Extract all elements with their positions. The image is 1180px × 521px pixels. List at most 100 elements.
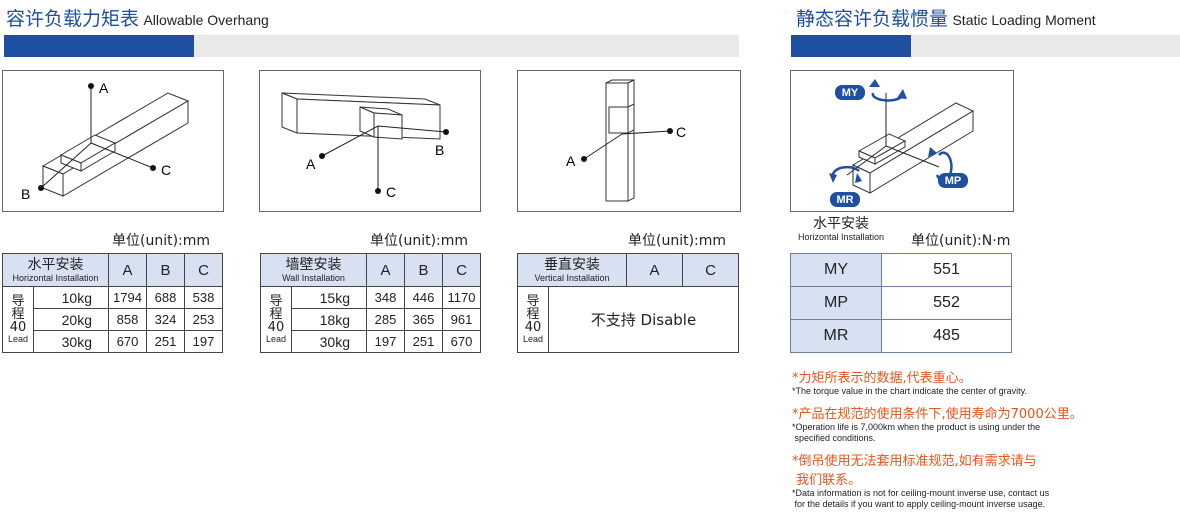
value-a: 670 <box>108 330 147 353</box>
moment-header-en: Horizontal Installation <box>797 232 885 242</box>
overhang-title-cn: 容许负载力矩表 <box>6 8 140 30</box>
moment-diagram-svg: MY MP MR <box>829 79 975 207</box>
value-b: 365 <box>404 308 443 331</box>
load-cell: 10kg <box>33 286 109 309</box>
value-a: 285 <box>366 308 405 331</box>
notes: *力矩所表示的数据,代表重心。 *The torque value in the… <box>792 367 1177 510</box>
vertical-header-cn: 垂直安装 <box>544 256 600 273</box>
col-a: A <box>108 253 147 287</box>
label-c: C <box>161 162 171 178</box>
lead-cn-1: 导 <box>526 294 540 309</box>
unit-label-vertical: 单位(unit):mm <box>628 233 727 249</box>
value-b: 251 <box>146 330 185 353</box>
wall-diagram: C B A <box>259 70 481 212</box>
mr-label: MR <box>836 194 853 206</box>
col-c: C <box>442 253 481 287</box>
overhang-title: 容许负载力矩表 Allowable Overhang <box>6 4 269 31</box>
note-en: specified conditions. <box>792 433 876 443</box>
horizontal-header-cn: 水平安装 <box>27 256 84 273</box>
horizontal-header-en: Horizontal Installation <box>12 272 99 283</box>
wall-header-cn: 墙壁安装 <box>285 256 342 273</box>
note-en: *The torque value in the chart indicate … <box>792 386 1027 396</box>
lead-cell: 导 程 40 Lead <box>260 286 292 353</box>
label-c: C <box>386 184 396 200</box>
unit-label-horizontal: 单位(unit):mm <box>112 233 211 249</box>
overhang-title-en: Allowable Overhang <box>143 12 269 28</box>
my-label: MY <box>842 87 859 99</box>
label-c: C <box>676 124 686 140</box>
lead-cell: 导 程 40 Lead <box>2 286 34 353</box>
mr-rotation-arrow <box>831 165 860 176</box>
horizontal-diagram: A C B <box>2 70 224 212</box>
moment-key: MP <box>790 286 882 320</box>
lead-num: 40 <box>267 320 285 335</box>
value-c: 197 <box>184 330 223 353</box>
lead-num: 40 <box>9 320 27 335</box>
note-cn: *产品在规范的使用条件下,使用寿命为7000公里。 <box>792 407 1083 422</box>
lead-cn-1: 导 <box>269 294 283 309</box>
moment-header-cn: 水平安装 <box>813 216 869 232</box>
wall-header-en: Wall Installation <box>282 272 345 283</box>
value-a: 1794 <box>108 286 147 309</box>
value-c: 1170 <box>442 286 481 309</box>
value-a: 348 <box>366 286 405 309</box>
vertical-diagram: C A <box>517 70 741 212</box>
col-a: A <box>366 253 405 287</box>
lead-en: Lead <box>7 334 29 344</box>
value-a: 197 <box>366 330 405 353</box>
value-c: 253 <box>184 308 223 331</box>
col-c: C <box>184 253 223 287</box>
col-a: A <box>626 253 683 287</box>
horizontal-header: 水平安装 Horizontal Installation <box>2 253 109 287</box>
static-title-cn: 静态容许负载惯量 <box>796 8 949 30</box>
vertical-table: 垂直安装 Vertical Installation A C 导 程 40 Le… <box>517 253 739 353</box>
static-title-en: Static Loading Moment <box>952 12 1096 28</box>
load-cell: 20kg <box>33 308 109 331</box>
value-a: 858 <box>108 308 147 331</box>
lead-num: 40 <box>524 320 542 335</box>
col-b: B <box>146 253 185 287</box>
label-b: B <box>435 142 444 158</box>
moment-unit-label: 单位(unit):N·m <box>911 233 1011 249</box>
load-cell: 30kg <box>291 330 367 353</box>
value-c: 670 <box>442 330 481 353</box>
label-a: A <box>306 156 316 172</box>
note-en: *Data information is not for ceiling-mou… <box>792 488 1050 498</box>
col-c: C <box>682 253 739 287</box>
moment-key: MR <box>790 319 882 353</box>
lead-en: Lead <box>522 334 544 344</box>
mp-badge <box>938 173 968 188</box>
moment-table: MY 551 MP 552 MR 485 <box>790 253 1012 353</box>
load-cell: 30kg <box>33 330 109 353</box>
load-cell: 18kg <box>291 308 367 331</box>
horizontal-diagram-svg: A C B <box>21 80 190 202</box>
label-a: A <box>566 153 576 169</box>
value-c: 538 <box>184 286 223 309</box>
label-a: A <box>99 80 109 96</box>
mp-label: MP <box>945 175 962 187</box>
my-badge <box>835 85 865 100</box>
wall-diagram-svg: C B A <box>281 92 449 200</box>
load-cell: 15kg <box>291 286 367 309</box>
moment-value: 485 <box>881 319 1012 353</box>
static-title: 静态容许负载惯量 Static Loading Moment <box>796 4 1096 31</box>
static-title-bar-grey <box>911 35 1180 57</box>
overhang-title-bar-grey <box>194 35 739 57</box>
note-cn: *力矩所表示的数据,代表重心。 <box>792 371 972 386</box>
mr-badge <box>830 192 860 207</box>
moment-header: 水平安装 Horizontal Installation <box>796 217 886 243</box>
vertical-header-en: Vertical Installation <box>534 272 610 283</box>
lead-cn-2: 程 <box>269 307 283 322</box>
moment-value: 552 <box>881 286 1012 320</box>
value-c: 961 <box>442 308 481 331</box>
moment-value: 551 <box>881 253 1012 287</box>
value-b: 688 <box>146 286 185 309</box>
moment-diagram: MY MP MR <box>790 70 1014 212</box>
wall-table: 墙壁安装 Wall Installation A B C 导 程 40 Lead… <box>260 253 481 353</box>
moment-key: MY <box>790 253 882 287</box>
horizontal-table: 水平安装 Horizontal Installation A B C 导 程 4… <box>2 253 223 353</box>
lead-cn-1: 导 <box>11 294 25 309</box>
vertical-header: 垂直安装 Vertical Installation <box>517 253 627 287</box>
lead-cell: 导 程 40 Lead <box>517 286 549 353</box>
lead-cn-2: 程 <box>526 307 540 322</box>
